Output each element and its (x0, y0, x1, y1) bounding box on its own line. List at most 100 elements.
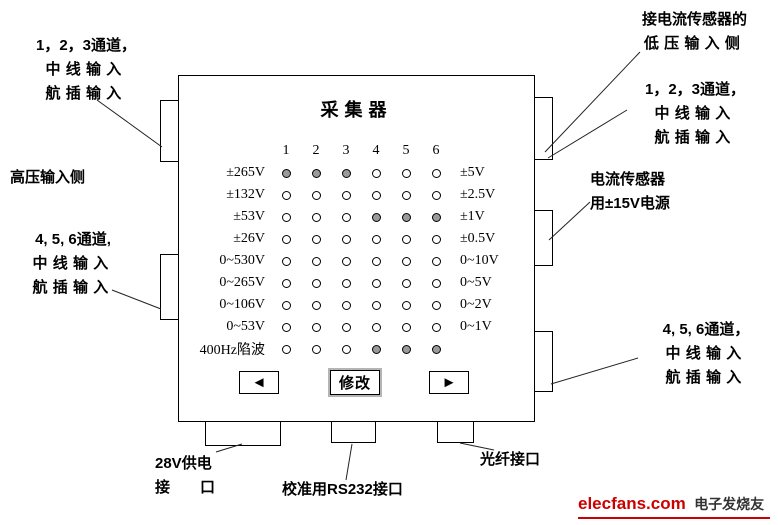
brand-underline (578, 517, 770, 519)
row-label-left: 0~106V (219, 297, 265, 312)
leader-line (550, 357, 639, 385)
indicator-dot (281, 168, 291, 178)
label-rs232-port: 校准用RS232接口 (282, 481, 403, 498)
column-header: 1 (282, 143, 290, 158)
indicator-dot (311, 212, 321, 222)
indicator-dot (401, 322, 411, 332)
label-current-sensor-low-voltage: 接电流传感器的 低压输入侧 (641, 11, 747, 52)
indicator-dot (371, 168, 381, 178)
row-label-left: 0~265V (219, 275, 265, 290)
indicator-dot (281, 256, 291, 266)
indicator-dot (431, 300, 441, 310)
device-title: 采集器 (320, 100, 393, 120)
indicator-dot (341, 278, 351, 288)
row-label-right: ±2.5V (460, 187, 496, 202)
indicator-dot (431, 234, 441, 244)
indicator-dot (431, 344, 441, 354)
row-label-left: ±132V (226, 187, 265, 202)
grid-row: ±132V ±2.5V (191, 184, 536, 206)
column-header: 2 (312, 143, 320, 158)
leader-line (548, 201, 591, 241)
label-current-sensor-power: 电流传感器 用±15V电源 (590, 171, 670, 212)
column-header: 6 (432, 143, 440, 158)
row-label-right: 0~1V (460, 319, 492, 334)
connector-fiber (437, 421, 474, 443)
row-label-right: 0~5V (460, 275, 492, 290)
grid-row: ±53V±1V (191, 206, 536, 228)
grid-row: ±265V ±5V (191, 162, 536, 184)
label-fiber-port: 光纤接口 (480, 451, 541, 468)
connector-rs232 (331, 421, 376, 443)
indicator-dot (371, 278, 381, 288)
prev-button[interactable]: ◄ (239, 371, 279, 394)
indicator-dot (281, 300, 291, 310)
next-button[interactable]: ► (429, 371, 469, 394)
indicator-dot (401, 278, 411, 288)
indicator-dot (341, 212, 351, 222)
indicator-dot (401, 168, 411, 178)
indicator-dot (281, 190, 291, 200)
leader-line (96, 99, 163, 148)
connector-right-middle (534, 210, 553, 266)
label-channels-123-left: 1，2，3通道， 中线输入 航插输入 (35, 37, 137, 102)
indicator-dot (311, 234, 321, 244)
indicator-dot (341, 168, 351, 178)
indicator-dot (311, 300, 321, 310)
brand-suffix: 电子发烧友 (694, 496, 765, 512)
grid-row: 0~106V 0~2V (191, 294, 536, 316)
row-label-right: ±0.5V (460, 231, 496, 246)
connector-left-top (160, 100, 179, 162)
row-label-right: ±5V (460, 165, 485, 180)
indicator-dot (311, 256, 321, 266)
label-channels-456-right: 4, 5, 6通道， 中线输入 航插输入 (662, 321, 750, 386)
grid-row: 0~530V 0~10V (191, 250, 536, 272)
indicator-dot (341, 344, 351, 354)
modify-button[interactable]: 修改 (330, 370, 380, 395)
indicator-dot (401, 256, 411, 266)
indicator-dot (401, 234, 411, 244)
connector-right-top (534, 97, 553, 160)
row-label-right: 0~10V (460, 253, 499, 268)
connector-left-bottom (160, 254, 179, 320)
grid-row: 400Hz陷波 (191, 338, 536, 360)
indicator-dot (281, 322, 291, 332)
indicator-dot (371, 322, 381, 332)
column-header: 3 (342, 143, 350, 158)
indicator-dot (311, 168, 321, 178)
label-high-voltage-side: 高压输入侧 (10, 169, 86, 186)
indicator-dot (401, 190, 411, 200)
row-label-left: ±53V (233, 209, 265, 224)
indicator-dot (311, 322, 321, 332)
indicator-dot (341, 322, 351, 332)
row-label-left: ±26V (233, 231, 265, 246)
site-brand: elecfans.com 电子发烧友 (578, 494, 764, 514)
label-channels-123-right: 1，2，3通道， 中线输入 航插输入 (644, 81, 746, 146)
indicator-dot (311, 278, 321, 288)
indicator-dot (341, 300, 351, 310)
grid-row: 0~265V 0~5V (191, 272, 536, 294)
indicator-dot (371, 234, 381, 244)
indicator-dot (431, 278, 441, 288)
prev-arrow-icon: ◄ (251, 374, 267, 391)
indicator-dot (341, 190, 351, 200)
indicator-dot (371, 212, 381, 222)
leader-line (345, 443, 353, 481)
brand-logo: elecfans.com (578, 494, 686, 513)
label-channels-456-left: 4, 5, 6通道, 中线输入 航插输入 (32, 231, 114, 296)
connector-right-bottom (534, 331, 553, 392)
indicator-dot (401, 300, 411, 310)
next-arrow-icon: ► (441, 374, 457, 391)
leader-line (547, 109, 628, 159)
row-label-left: ±265V (226, 165, 265, 180)
row-label-left: 0~530V (219, 253, 265, 268)
row-label-right: 0~2V (460, 297, 492, 312)
indicator-dot (431, 256, 441, 266)
indicator-dot (431, 322, 441, 332)
connector-28v-power (205, 421, 281, 446)
indicator-dot (401, 212, 411, 222)
column-header: 4 (372, 143, 380, 158)
indicator-dot (431, 168, 441, 178)
indicator-dot (371, 344, 381, 354)
